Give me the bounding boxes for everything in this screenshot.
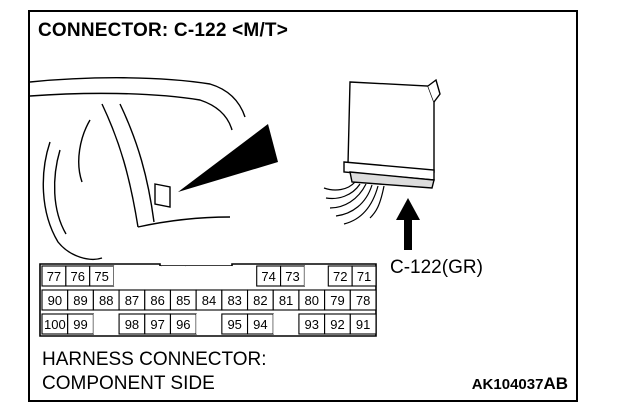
pin-cell [209, 266, 233, 286]
pin-number: 95 [227, 317, 241, 332]
pin-cell [185, 266, 209, 286]
pin-cell [113, 266, 138, 286]
pin-number: 80 [305, 293, 319, 308]
pin-number: 98 [125, 317, 139, 332]
pin-number: 73 [285, 269, 299, 284]
pin-number: 90 [48, 293, 62, 308]
connector-outline [39, 263, 377, 337]
pin-number: 92 [330, 317, 344, 332]
connector-title: CONNECTOR: C-122 <M/T> [38, 20, 289, 41]
dash-inner-curve [30, 92, 233, 131]
pin-number: 81 [279, 293, 293, 308]
ecu-body [347, 81, 435, 173]
pin-number: 86 [150, 293, 164, 308]
pin-number: 78 [356, 293, 370, 308]
pin-number: 77 [47, 269, 61, 284]
dash-lower-edge [137, 216, 231, 228]
pin-number: 75 [94, 269, 108, 284]
pin-cell [232, 266, 257, 286]
pin-number: 99 [73, 317, 87, 332]
harness-line-1: HARNESS CONNECTOR: [42, 349, 267, 370]
dash-connector-box [154, 183, 171, 208]
pin-number: 83 [227, 293, 241, 308]
pin-cell [351, 265, 377, 287]
pin-number: 93 [305, 317, 319, 332]
dash-steering-inner [53, 149, 67, 235]
dash-steering-outer [42, 141, 103, 260]
pin-number: 85 [176, 293, 190, 308]
pin-number: 87 [125, 293, 139, 308]
pin-number: 100 [44, 317, 66, 332]
pin-number: 82 [253, 293, 267, 308]
dash-wheel-arc [78, 119, 91, 183]
pin-cell [93, 314, 120, 334]
dash-pillar-left [101, 103, 139, 228]
location-pointer [178, 124, 278, 192]
ecu-connector-plug [349, 171, 435, 189]
pin-number: 96 [176, 317, 190, 332]
pin-cell [137, 266, 162, 286]
pin-cell [349, 313, 377, 335]
pin-number: 74 [261, 269, 275, 284]
pin-cell [304, 266, 329, 286]
pin-number: 71 [357, 269, 371, 284]
pin-cell [349, 289, 377, 311]
pin-number: 94 [253, 317, 267, 332]
pin-number: 97 [150, 317, 164, 332]
pin-cell [273, 314, 299, 334]
pin-layout: 77 76 75 74 73 72 71 90 89 88 87 86 85 84 83 82 81 80 79 78… [39, 263, 377, 337]
ecu-side [427, 78, 441, 103]
figure-code: AK104037AB [472, 374, 568, 394]
dash-top-curve [30, 77, 246, 118]
pin-number: 79 [330, 293, 344, 308]
diagram-drawing: 77 76 75 74 73 72 71 90 89 88 87 86 85 84 83 82 81 80 79 78… [30, 77, 441, 337]
pin-number: 76 [71, 269, 85, 284]
wire-harness [323, 181, 385, 225]
pin-cell [67, 313, 94, 335]
pin-cell [196, 314, 222, 334]
pin-number: 91 [356, 317, 370, 332]
dash-pillar-right [119, 103, 155, 223]
figure-code-suffix: AB [543, 374, 568, 393]
ecu-module [343, 78, 441, 189]
connector-arrow [396, 198, 420, 250]
pin-number: 84 [202, 293, 216, 308]
figure-code-main: AK104037 [471, 376, 544, 393]
pin-number: 72 [333, 269, 347, 284]
harness-caption: HARNESS CONNECTOR: COMPONENT SIDE [42, 348, 267, 396]
diagram-frame: CONNECTOR: C-122 <M/T> [28, 10, 578, 402]
pin-number: 88 [99, 293, 113, 308]
pin-cell [161, 266, 186, 286]
dashboard-illustration [30, 77, 246, 260]
connector-label: C-122(GR) [390, 257, 483, 278]
pin-number: 89 [73, 293, 87, 308]
harness-line-2: COMPONENT SIDE [42, 373, 215, 394]
